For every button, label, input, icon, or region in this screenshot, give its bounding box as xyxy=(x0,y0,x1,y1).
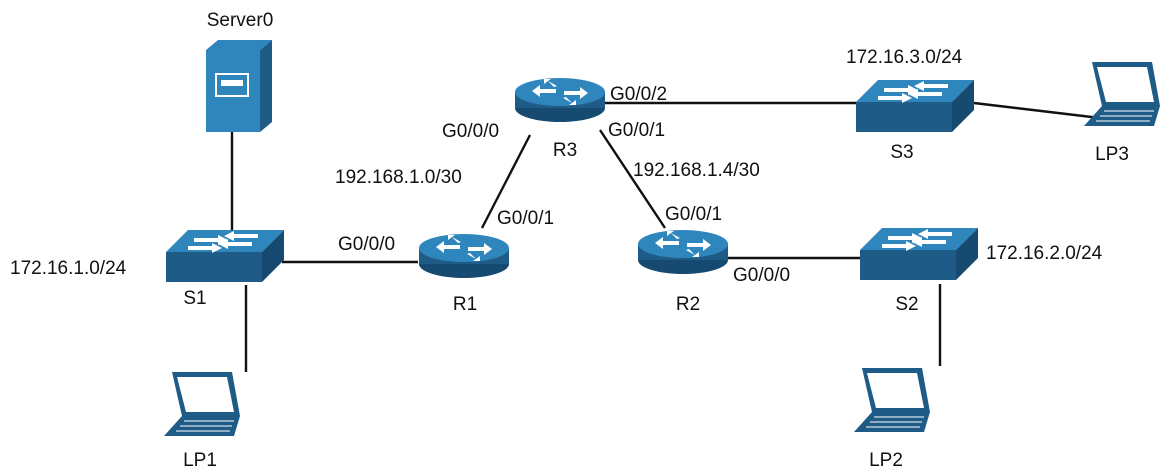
server-icon xyxy=(206,40,272,132)
s3-label: S3 xyxy=(890,142,913,163)
server0-label: Server0 xyxy=(207,10,274,31)
wan-r2-r3-network-label: 192.168.1.4/30 xyxy=(633,160,760,181)
lan3-network-label: 172.16.3.0/24 xyxy=(846,47,963,68)
router-icon xyxy=(419,234,509,278)
lp1-label: LP1 xyxy=(183,450,217,471)
r1-label: R1 xyxy=(453,294,477,315)
switch-icon xyxy=(860,228,978,280)
laptop-icon xyxy=(853,367,931,433)
switch-s1[interactable]: S1 xyxy=(166,230,284,309)
router-icon xyxy=(638,230,728,274)
switch-s3[interactable]: S3 xyxy=(856,80,974,163)
r1-g001-label: G0/0/1 xyxy=(497,208,554,229)
r3-g000-label: G0/0/0 xyxy=(442,121,499,142)
link-r1-r3 xyxy=(480,134,532,229)
router-r1[interactable]: R1 xyxy=(419,234,509,315)
lp2-label: LP2 xyxy=(869,450,903,471)
lp3-label: LP3 xyxy=(1095,144,1129,165)
laptop-lp2[interactable]: LP2 xyxy=(853,367,931,471)
router-r2[interactable]: R2 xyxy=(638,230,728,315)
r2-label: R2 xyxy=(676,294,700,315)
laptop-lp3[interactable]: LP3 xyxy=(1083,61,1161,165)
switch-icon xyxy=(856,80,974,132)
laptop-icon xyxy=(163,371,241,437)
lan2-network-label: 172.16.2.0/24 xyxy=(986,243,1103,264)
r3-g002-label: G0/0/2 xyxy=(610,84,667,105)
laptop-icon xyxy=(1083,61,1161,127)
link-r3-r2 xyxy=(598,129,667,229)
r3-label: R3 xyxy=(553,140,577,161)
s1-label: S1 xyxy=(183,288,206,309)
switch-icon xyxy=(166,230,284,282)
r3-g001-label: G0/0/1 xyxy=(608,120,665,141)
server0[interactable]: Server0 xyxy=(206,10,273,132)
lan1-network-label: 172.16.1.0/24 xyxy=(10,258,127,279)
switch-s2[interactable]: S2 xyxy=(860,228,978,315)
router-r3[interactable]: R3 xyxy=(515,78,605,161)
wan-r1-r3-network-label: 192.168.1.0/30 xyxy=(335,167,462,188)
r2-g001-label: G0/0/1 xyxy=(665,204,722,225)
r1-g000-label: G0/0/0 xyxy=(338,234,395,255)
laptop-lp1[interactable]: LP1 xyxy=(163,371,241,471)
router-icon xyxy=(515,78,605,122)
s2-label: S2 xyxy=(895,294,918,315)
link-s3-lp3 xyxy=(973,101,1101,120)
r2-g000-label: G0/0/0 xyxy=(733,265,790,286)
